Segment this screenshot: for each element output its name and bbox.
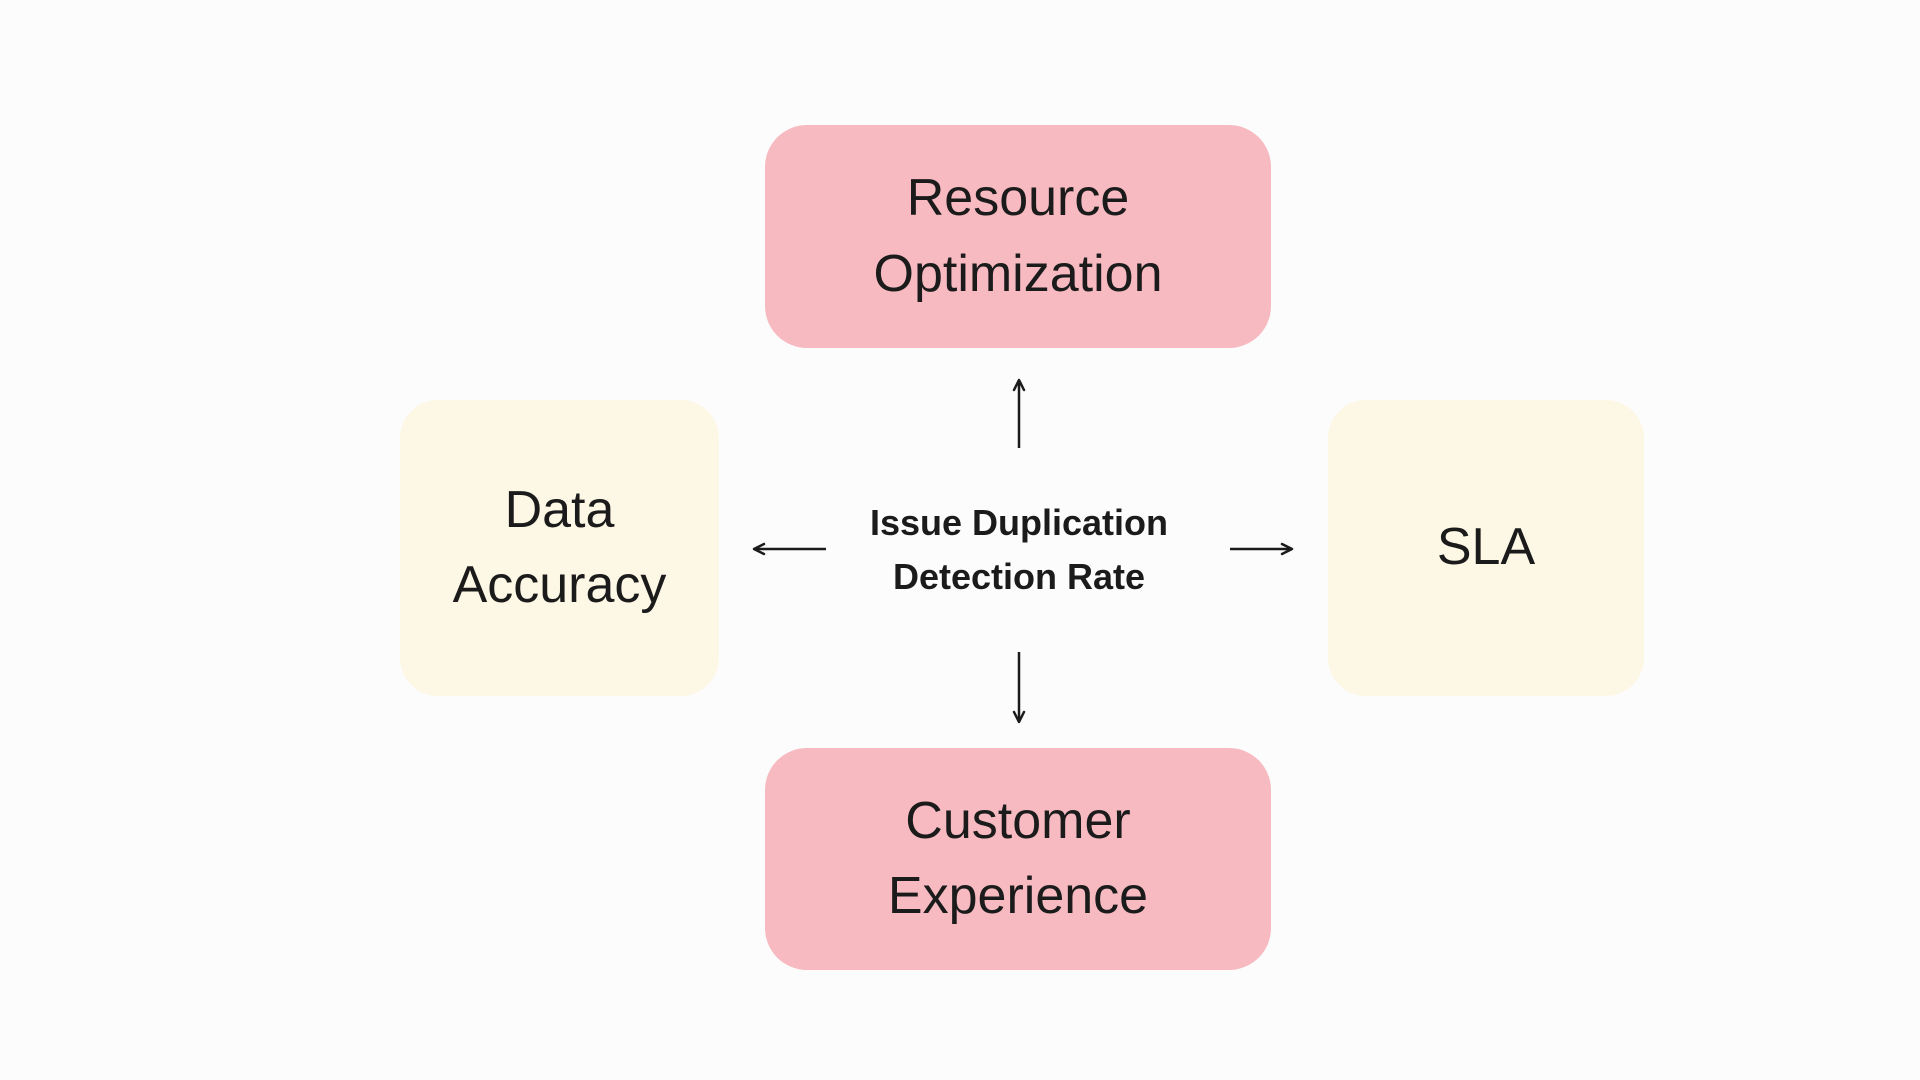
node-customer-experience: Customer Experience	[765, 748, 1271, 970]
center-label-line1: Issue Duplication	[869, 502, 1169, 543]
node-label: Customer Experience	[887, 791, 1149, 925]
node-resource-optimization: Resource Optimization	[765, 125, 1271, 348]
node-label: Data Accuracy	[452, 480, 667, 614]
node-data-accuracy: Data Accuracy	[400, 400, 719, 696]
node-label: Resource Optimization	[873, 169, 1163, 303]
center-label: Issue Duplication Detection Rate	[799, 496, 1239, 604]
node-label: SLA	[1436, 518, 1536, 577]
node-sla: SLA	[1328, 400, 1644, 696]
center-label-line2: Detection Rate	[892, 556, 1146, 597]
